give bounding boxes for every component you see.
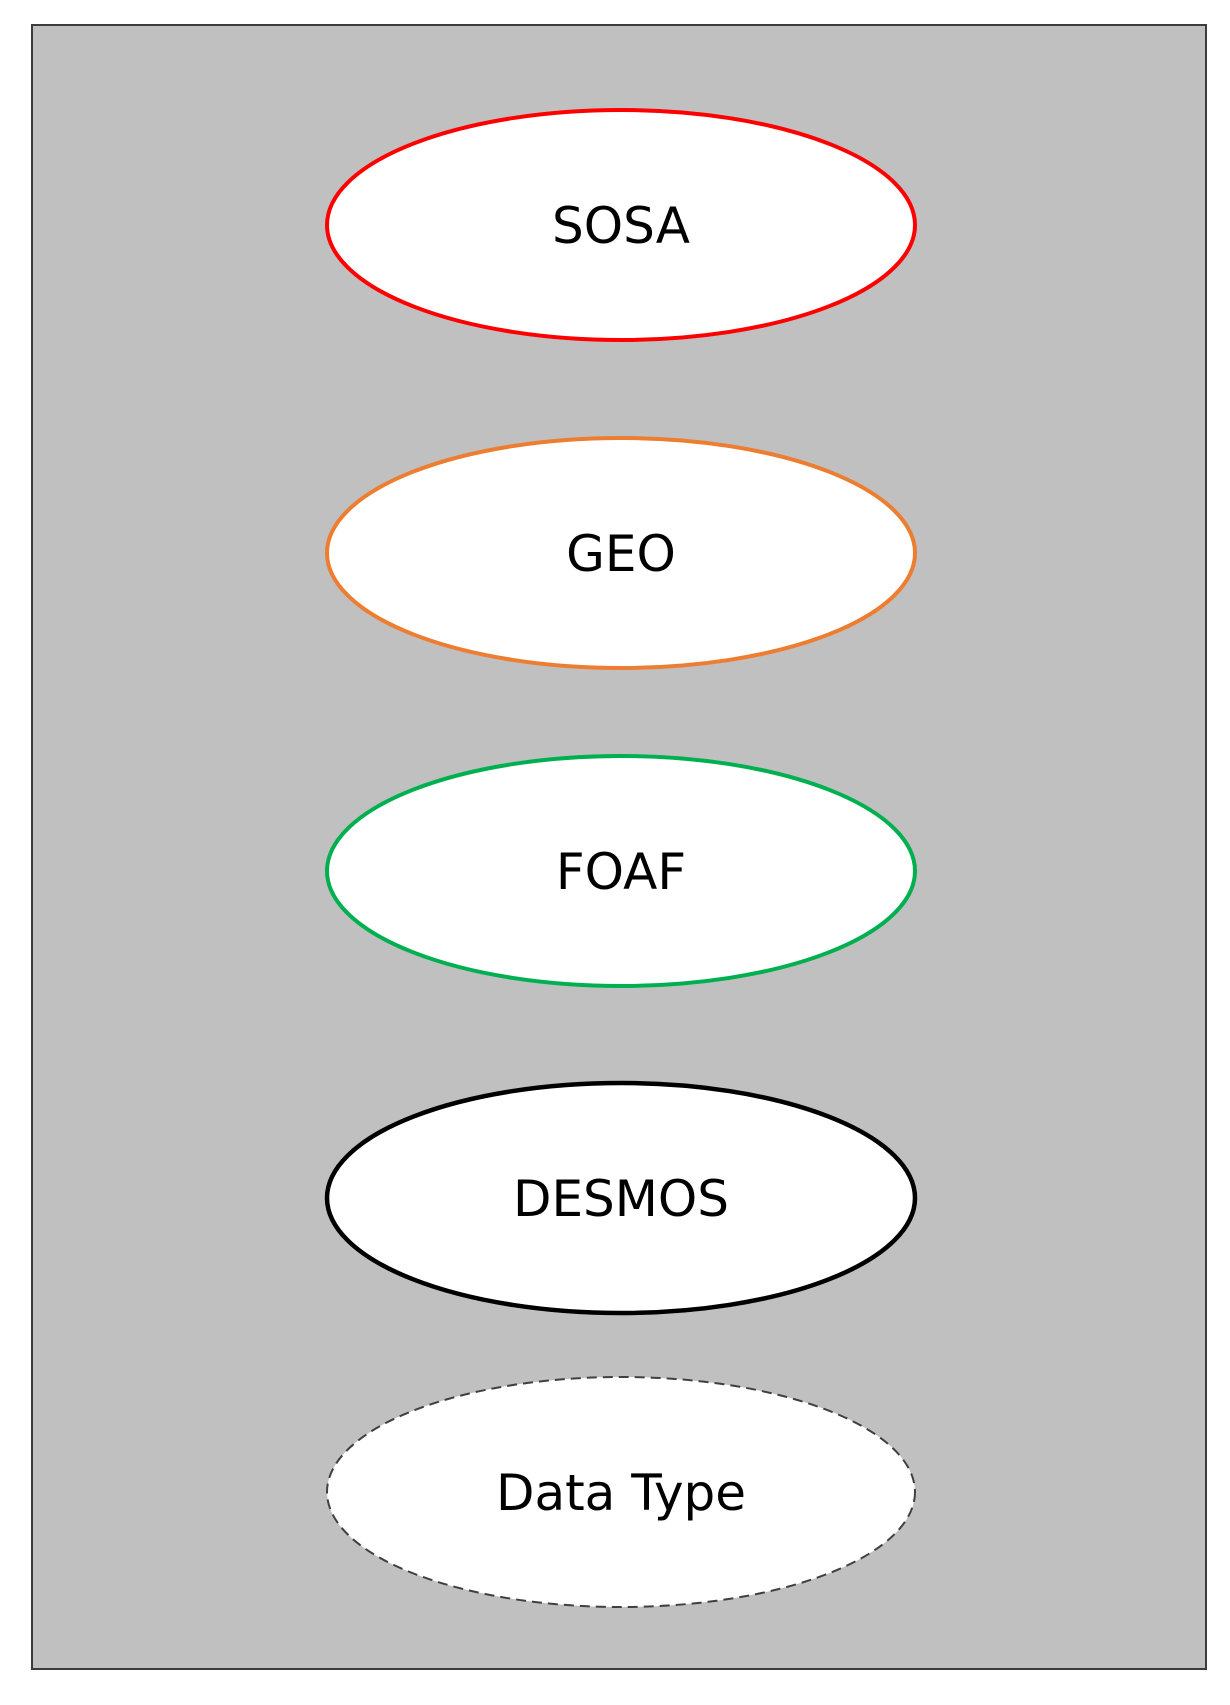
legend-item-foaf: FOAF <box>325 754 917 988</box>
desmos-ellipse <box>324 1080 918 1316</box>
legend-item-data-type: Data Type <box>326 1376 916 1608</box>
foaf-label: FOAF <box>556 843 686 901</box>
data-type-ellipse <box>326 1376 916 1608</box>
desmos-label: DESMOS <box>513 1170 729 1228</box>
geo-ellipse <box>325 436 917 670</box>
legend-item-desmos: DESMOS <box>324 1080 918 1316</box>
foaf-ellipse <box>325 754 917 988</box>
legend-item-geo: GEO <box>325 436 917 670</box>
legend-item-sosa: SOSA <box>325 108 917 342</box>
sosa-label: SOSA <box>552 197 690 255</box>
geo-label: GEO <box>566 525 676 583</box>
data-type-label: Data Type <box>496 1464 746 1522</box>
sosa-ellipse <box>325 108 917 342</box>
